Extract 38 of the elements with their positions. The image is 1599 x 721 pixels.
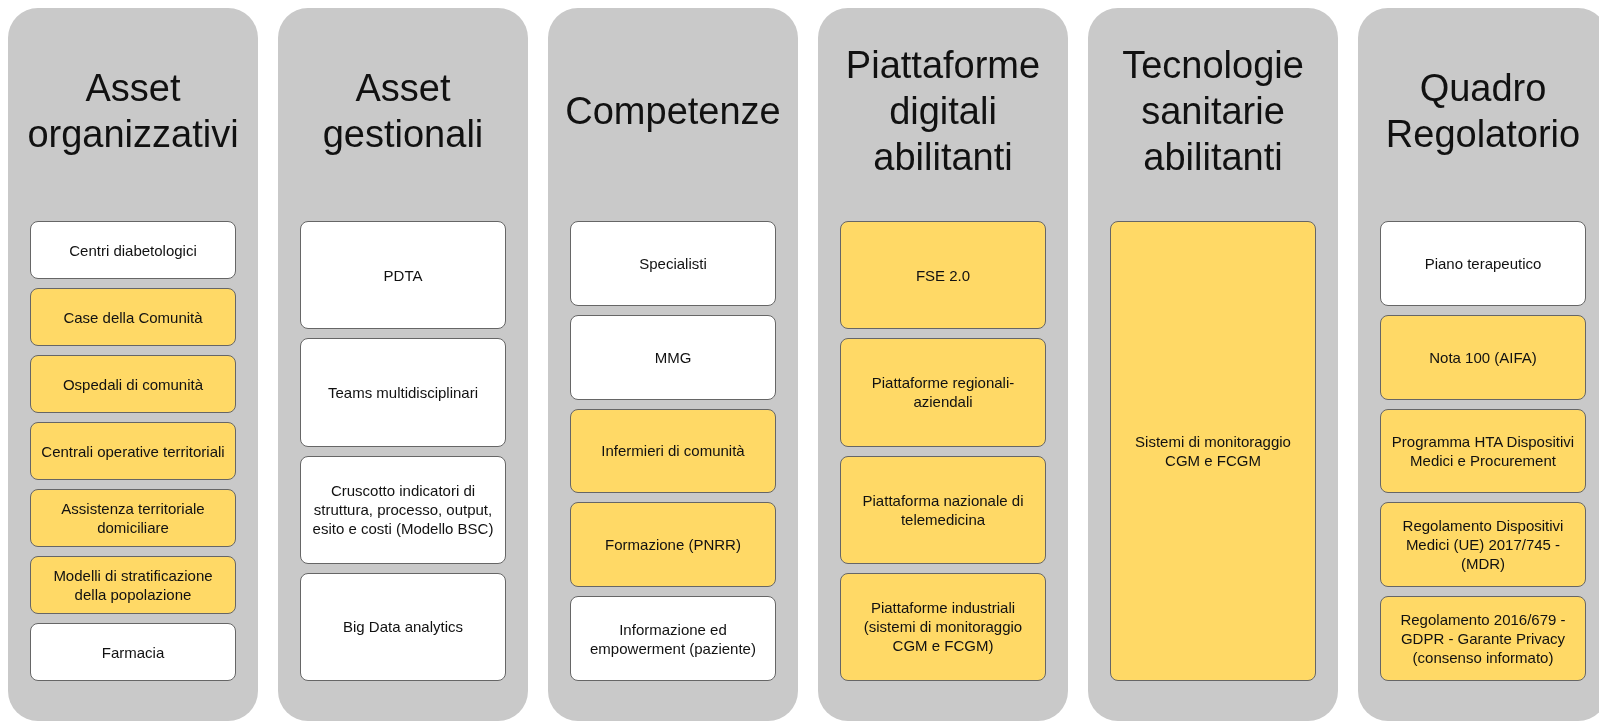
column-panel — [548, 8, 798, 721]
column-panel — [1358, 8, 1599, 721]
category-box: Piattaforma nazionale di telemedicina — [840, 455, 1046, 564]
column-heading: Tecnologie sanitarie abilitanti — [1121, 42, 1305, 180]
category-box: Farmacia — [30, 623, 236, 681]
category-box: Informazione ed empowerment (paziente) — [570, 596, 776, 681]
category-box: Infermieri di comunità — [570, 408, 776, 494]
category-box: Big Data analytics — [300, 572, 506, 681]
column-heading: Piattaforme digitali abilitanti — [844, 42, 1042, 180]
column-panel — [278, 8, 528, 721]
category-box: Piattaforme regionali-aziendali — [840, 338, 1046, 447]
category-box: Sistemi di monitoraggio CGM e FCGM — [1110, 221, 1316, 681]
column-panel — [1088, 8, 1338, 721]
category-box: Modelli di stratificazione della popolazione — [30, 556, 236, 614]
category-box: Formazione (PNRR) — [570, 502, 776, 588]
column-heading: Quadro Regolatorio — [1384, 65, 1582, 157]
category-box: Regolamento 2016/679 - GDPR - Garante Privacy (consenso informato) — [1380, 596, 1586, 681]
category-box: Regolamento Dispositivi Medici (UE) 2017/745 - (MDR) — [1380, 502, 1586, 588]
category-box: Piattaforme industriali (sistemi di monitoraggio CGM e FCGM) — [840, 572, 1046, 681]
column-panel — [818, 8, 1068, 721]
category-box: MMG — [570, 314, 776, 400]
category-box: Ospedali di comunità — [30, 355, 236, 413]
column-heading: Asset organizzativi — [26, 65, 240, 157]
column-heading: Asset gestionali — [321, 65, 485, 157]
category-box: Centrali operative territoriali — [30, 422, 236, 480]
category-box: PDTA — [300, 221, 506, 330]
column-panel — [8, 8, 258, 721]
category-box: Nota 100 (AIFA) — [1380, 314, 1586, 400]
category-box: Assistenza territoriale domiciliare — [30, 489, 236, 547]
category-box: Case della Comunità — [30, 288, 236, 346]
category-box: Cruscotto indicatori di struttura, processo, output, esito e costi (Modello BSC) — [300, 455, 506, 564]
category-box: Specialisti — [570, 221, 776, 306]
column-heading: Competenze — [564, 88, 782, 134]
category-box: Teams multidisciplinari — [300, 338, 506, 447]
category-box: FSE 2.0 — [840, 221, 1046, 330]
category-box: Piano terapeutico — [1380, 221, 1586, 306]
category-box: Programma HTA Dispositivi Medici e Procurement — [1380, 408, 1586, 494]
category-box: Centri diabetologici — [30, 221, 236, 279]
